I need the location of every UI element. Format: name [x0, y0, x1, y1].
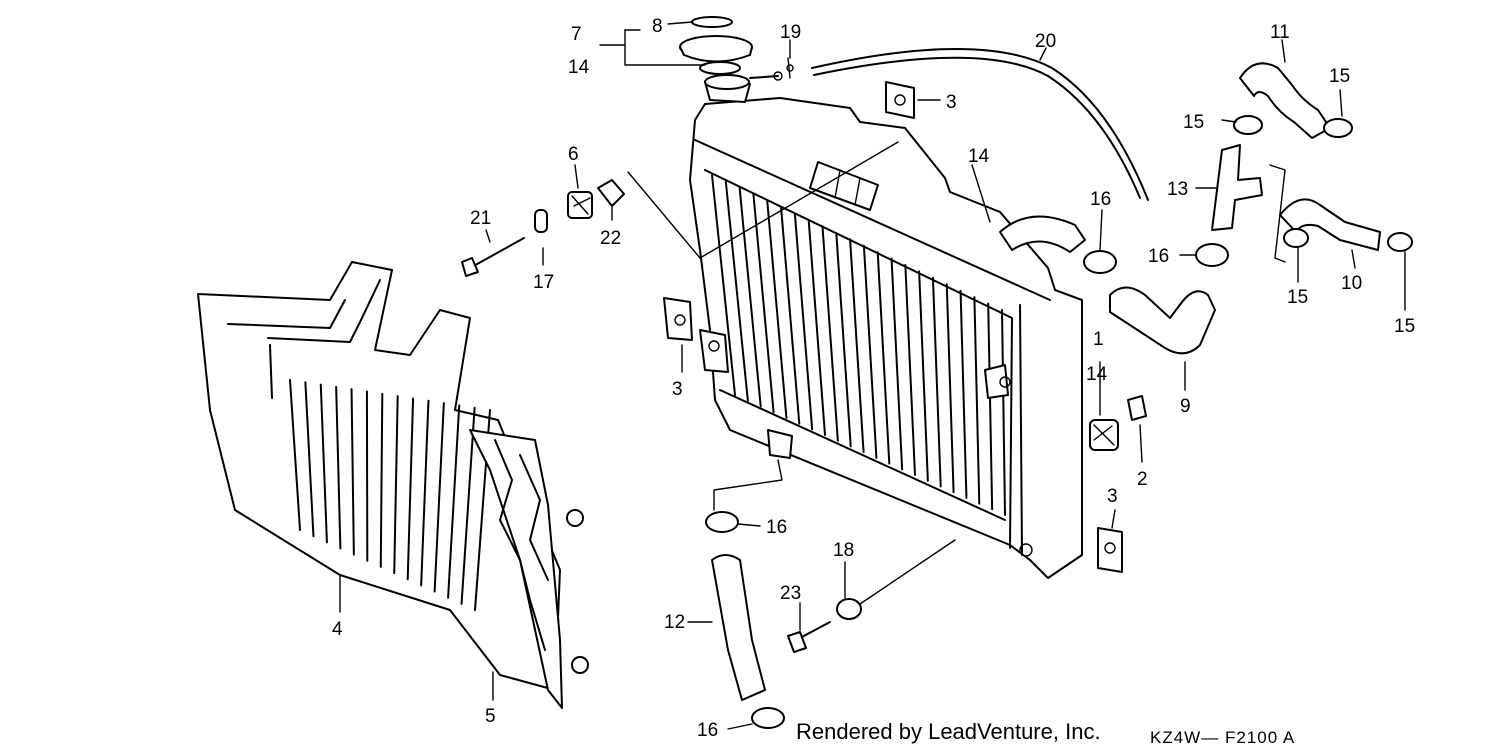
callout-16: 16: [766, 517, 787, 538]
mounting-hardware-right: [1089, 395, 1147, 451]
hoses: [711, 62, 1381, 701]
brackets: [663, 81, 1123, 573]
radiator-fin: [766, 199, 788, 419]
overflow-tube: [786, 48, 1149, 201]
radiator-fin: [821, 225, 839, 442]
callout-14: 14: [968, 146, 990, 167]
callout-15: 15: [1329, 66, 1350, 87]
radiator-fin: [752, 193, 775, 414]
shroud-fin: [379, 392, 384, 568]
callout-13: 13: [1167, 179, 1188, 200]
shroud-fin: [433, 402, 445, 593]
callout-14: 14: [1086, 364, 1108, 385]
radiator-fin: [918, 270, 929, 482]
callout-22: 22: [600, 228, 621, 249]
callout-3: 3: [946, 92, 957, 113]
shroud-fin: [406, 397, 415, 581]
radiator-shroud: [197, 261, 561, 691]
lower-hardware: [787, 598, 862, 653]
shroud-fin: [289, 379, 301, 531]
radiator-fin: [711, 174, 736, 396]
radiator-fin: [890, 257, 904, 471]
radiator-fin: [793, 212, 814, 431]
callout-16: 16: [1148, 246, 1169, 267]
callout-15: 15: [1394, 316, 1415, 337]
callout-18: 18: [833, 540, 854, 561]
radiator-fin: [876, 251, 891, 465]
callout-14: 14: [568, 57, 590, 78]
callout-12: 12: [664, 612, 685, 633]
radiator-cap: [679, 16, 783, 81]
callout-16: 16: [697, 720, 718, 741]
radiator-fin: [738, 186, 762, 408]
callout-5: 5: [485, 706, 496, 727]
radiator-fin: [959, 289, 968, 499]
radiator-fin: [724, 180, 749, 402]
callout-4: 4: [332, 619, 343, 640]
radiator-fin: [780, 206, 801, 425]
radiator: [689, 74, 1086, 579]
callout-3: 3: [1107, 486, 1118, 507]
callout-10: 10: [1341, 273, 1362, 294]
callout-23: 23: [780, 583, 801, 604]
radiator-fin: [835, 231, 852, 448]
shroud-fin: [319, 383, 328, 544]
radiator-fin: [987, 302, 994, 511]
mounting-hardware-left: [461, 179, 625, 277]
callout-7: 7: [571, 24, 582, 45]
radiator-fin: [862, 244, 878, 459]
callout-11: 11: [1270, 22, 1290, 43]
side-guard: [469, 429, 589, 709]
callout-17: 17: [533, 272, 554, 293]
callout-9: 9: [1180, 396, 1191, 417]
shroud-fin: [447, 404, 461, 599]
diagram-code: KZ4W— F2100 A: [1150, 728, 1295, 747]
radiator-fin: [849, 238, 865, 454]
callout-1: 1: [1093, 329, 1104, 350]
callout-15: 15: [1183, 112, 1204, 133]
shroud-fin: [460, 406, 476, 605]
hose-clamps: [705, 115, 1413, 729]
radiator-fin: [807, 219, 826, 436]
shroud-fin: [420, 399, 430, 587]
callout-19: 19: [780, 22, 801, 43]
radiator-fin: [904, 264, 916, 476]
shroud-fin: [393, 395, 399, 575]
callout-20: 20: [1035, 31, 1056, 52]
callout-21: 21: [470, 208, 491, 229]
shroud-fin: [350, 388, 355, 556]
shroud-fin: [335, 385, 342, 550]
radiator-fin: [973, 296, 981, 505]
callout-15: 15: [1287, 287, 1308, 308]
radiator-fin: [931, 276, 942, 488]
callout-16: 16: [1090, 189, 1111, 210]
radiator-fin: [945, 283, 955, 494]
credit-text: Rendered by LeadVenture, Inc.: [796, 719, 1101, 744]
callout-2: 2: [1137, 469, 1148, 490]
radiator-fin: [1001, 309, 1006, 516]
callout-labels: 7 8 14 19 20 11 15 3 15 6 14 13 21 22 16…: [332, 16, 1415, 741]
callout-3: 3: [672, 379, 683, 400]
shroud-fin: [304, 381, 315, 538]
callout-6: 6: [568, 144, 579, 165]
leader-lines: [339, 21, 1406, 730]
callout-8: 8: [652, 16, 663, 37]
